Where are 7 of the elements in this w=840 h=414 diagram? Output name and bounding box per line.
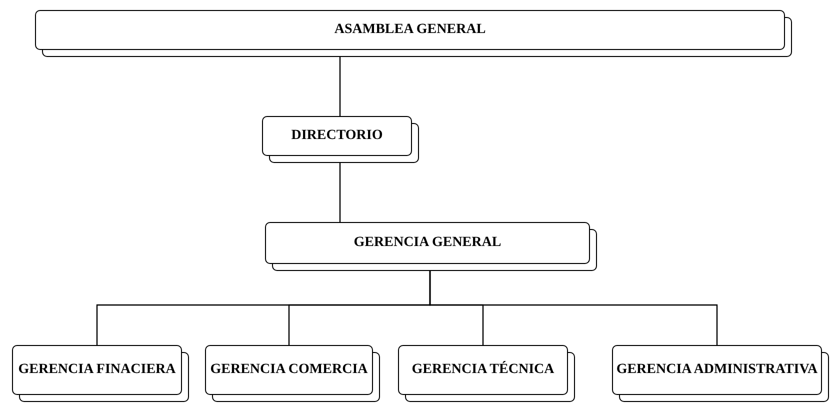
box-label: GERENCIA TÉCNICA	[412, 360, 554, 379]
box-label: GERENCIA COMERCIA	[210, 360, 368, 379]
box-label: GERENCIA FINACIERA	[18, 360, 176, 379]
box-label: GERENCIA ADMINISTRATIVA	[616, 360, 818, 379]
box-label: DIRECTORIO	[291, 126, 383, 145]
box-label: ASAMBLEA GENERAL	[334, 20, 486, 39]
box-label: GERENCIA GENERAL	[354, 234, 502, 252]
